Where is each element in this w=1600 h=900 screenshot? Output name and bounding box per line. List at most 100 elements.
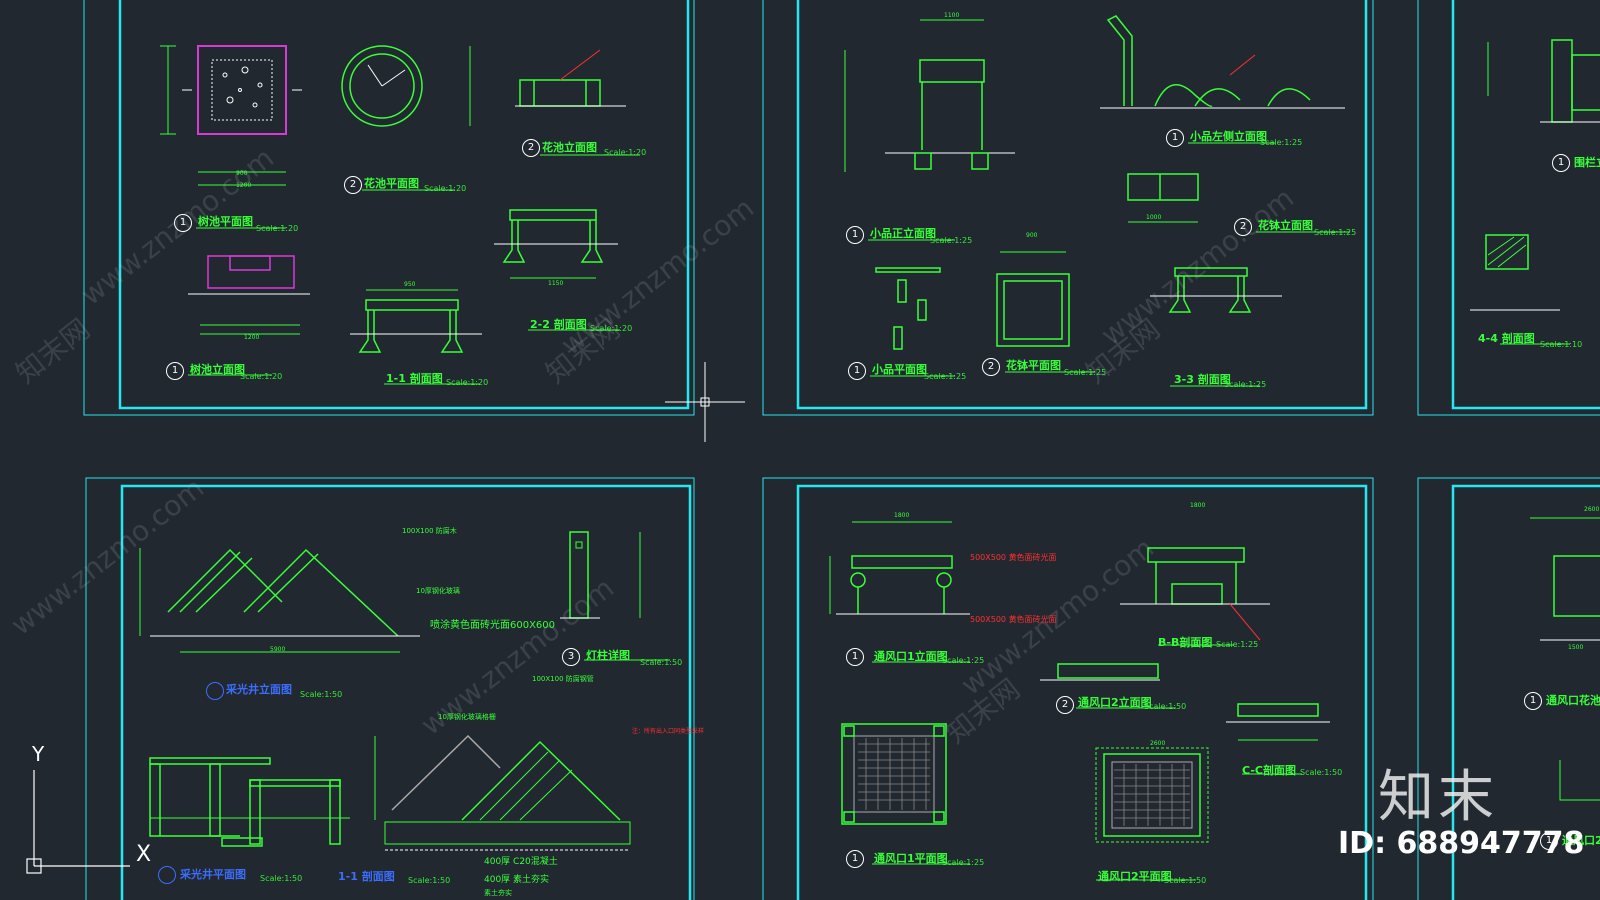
detail-number-badge: 2 (982, 358, 1000, 376)
detail-number-badge: 2 (522, 139, 540, 157)
dimension-label: 1800 (894, 512, 910, 519)
detail-number-badge: 1 (846, 226, 864, 244)
feature-front-elevation (844, 19, 1015, 172)
annotation-note: 500X500 黄色面砖光面 (970, 553, 1057, 562)
drawing-scale: Scale:1:25 (942, 656, 985, 665)
detail-number-badge: 2 (344, 176, 362, 194)
dimension-label: 1150 (548, 280, 564, 287)
dimension-label: 5900 (270, 646, 286, 653)
dimension-label: 900 (1026, 232, 1038, 239)
annotation-text: 400厚 C20混凝土 (484, 857, 558, 867)
drawing-scale: Scale:1:25 (930, 236, 973, 245)
drawing-title: 通风口2立面图 (1078, 696, 1152, 709)
detail-number-badge (206, 682, 224, 700)
vent-2-elevation (1040, 663, 1160, 681)
annotation-text: 喷涂黄色面砖光面600X600 (430, 620, 556, 631)
vent-1-plan (841, 723, 947, 825)
drawing-title: 小品正立面图 (870, 227, 936, 240)
drawing-scale: Scale:1:25 (1064, 368, 1107, 377)
drawing-scale: Scale:1:20 (590, 324, 633, 333)
section-1-1 (350, 289, 482, 353)
fence-section-4-4 (1470, 234, 1560, 311)
dimension-label: 1800 (1190, 502, 1206, 509)
section-3-3 (1150, 267, 1282, 313)
drawing-title: 通风口2平面图 (1098, 870, 1172, 883)
detail-number-badge: 1 (846, 648, 864, 666)
drawing-title: 花钵立面图 (1258, 219, 1313, 232)
drawing-title: 树池立面图 (190, 363, 245, 376)
ucs-icon (26, 770, 130, 874)
lamp-post-detail (560, 531, 641, 619)
feature-side-elevation (1100, 15, 1345, 109)
skylight-elevation (139, 548, 420, 653)
detail-number-badge: 1 (1540, 832, 1558, 850)
detail-number-badge: 1 (1552, 154, 1570, 172)
section-1-1-skylight (374, 734, 631, 851)
detail-number-badge: 1 (1166, 129, 1184, 147)
drawing-scale: Scale:1:20 (240, 372, 283, 381)
annotation-text: 10厚钢化玻璃 (416, 587, 460, 595)
detail-number-badge: 1 (1524, 692, 1542, 710)
drawing-title: 花池立面图 (542, 141, 597, 154)
drawing-scale: Scale:1:20 (256, 224, 299, 233)
annotation-note: 500X500 黄色面砖光面 (970, 615, 1057, 624)
flower-pool-elevation (515, 49, 626, 107)
drawing-title: 1-1 剖面图 (338, 870, 395, 883)
drawing-scale: Scale:1:20 (446, 378, 489, 387)
drawing-title: 3-3 剖面图 (1174, 373, 1231, 386)
drawing-scale: Scale:1:25 (1224, 380, 1267, 389)
drawing-title: 围栏立 (1574, 156, 1600, 169)
drawing-title: B-B剖面图 (1158, 636, 1213, 649)
detail-number-badge: 1 (166, 362, 184, 380)
drawing-scale: Scale:1:50 (1164, 876, 1207, 885)
vent-1-elevation (829, 521, 970, 615)
drawing-title: 小品左侧立面图 (1190, 130, 1267, 143)
drawing-title: 树池平面图 (198, 215, 253, 228)
vent-section-c-c (1226, 703, 1330, 741)
drawing-title: 通风口1平面图 (874, 852, 948, 865)
drawing-title: 灯柱详图 (586, 649, 630, 662)
drawing-scale: Scale:1:25 (1314, 228, 1357, 237)
dimension-label: 1200 (236, 182, 252, 189)
annotation-text: 10厚钢化玻璃格栅 (438, 713, 496, 721)
image-id-label: ID: 688947778 (1338, 826, 1585, 861)
sheet-frames (83, 0, 1600, 900)
drawing-scale: Scale:1:50 (1300, 768, 1343, 777)
tree-pool-plan (160, 45, 302, 186)
drawing-scale: Scale:1:25 (1260, 138, 1303, 147)
annotation-note: 注：所有出入口同类型采样 (632, 728, 705, 735)
drawing-title: 小品平面图 (872, 363, 927, 376)
crosshair-cursor (665, 362, 745, 442)
detail-number-badge: 1 (846, 850, 864, 868)
detail-number-badge (158, 866, 176, 884)
drawing-title: 1-1 剖面图 (386, 372, 443, 385)
drawing-scale: Scale:1:10 (1540, 340, 1583, 349)
dimension-label: 1200 (244, 334, 260, 341)
drawing-title: 采光井立面图 (226, 683, 292, 696)
planter-plan (996, 251, 1070, 347)
title-underlines (188, 142, 1570, 881)
vent-2-plan (1095, 747, 1209, 843)
annotation-text: 100X100 防腐木 (402, 527, 457, 535)
drawing-title: C-C剖面图 (1242, 764, 1296, 777)
detail-number-badge: 1 (174, 214, 192, 232)
ucs-y-label: Y (32, 742, 45, 766)
drawing-scale: Scale:1:50 (300, 690, 343, 699)
drawing-title: 花钵平面图 (1006, 359, 1061, 372)
skylight-plan (149, 757, 350, 847)
drawing-scale: Scale:1:50 (640, 658, 683, 667)
detail-number-badge: 2 (1234, 218, 1252, 236)
drawing-title: 通风口2 (1562, 834, 1600, 847)
vent-section-b-b (1120, 547, 1270, 641)
section-2-2 (494, 209, 618, 279)
dimension-label: 2600 (1150, 740, 1166, 747)
drawing-title: 花池平面图 (364, 177, 419, 190)
annotation-text: 素土夯实 (484, 889, 512, 897)
drawing-scale: Scale:1:25 (1216, 640, 1259, 649)
drawing-scale: Scale:1:50 (408, 876, 451, 885)
vent-planter-partial (1530, 517, 1600, 801)
drawing-scale: Scale:1:25 (942, 858, 985, 867)
annotation-text: 100X100 防腐钢管 (532, 675, 594, 683)
dimension-label: 950 (404, 281, 416, 288)
